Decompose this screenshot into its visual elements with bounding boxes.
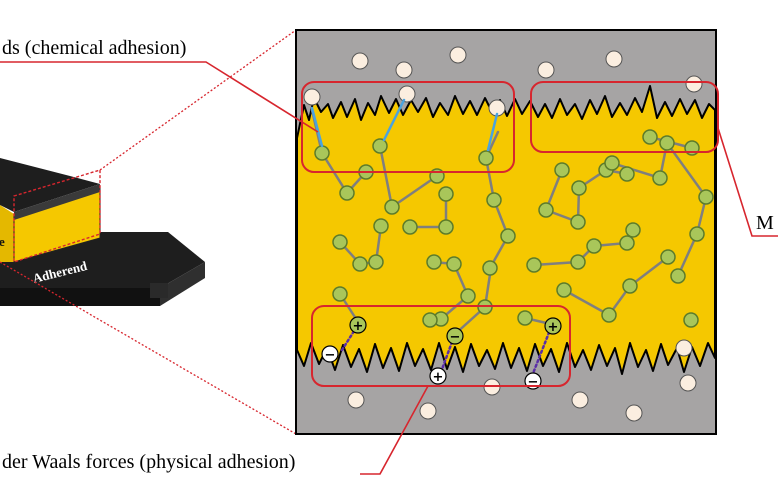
notch	[150, 283, 168, 298]
svg-text:+: +	[548, 320, 559, 335]
lower-adherend-front	[0, 288, 160, 306]
polymer-nodes	[314, 129, 714, 328]
physical-adhesion-label: der Waals forces (physical adhesion)	[2, 451, 295, 473]
chemical-adhesion-label: ds (chemical adhesion)	[2, 37, 186, 59]
minus-charge: −	[446, 327, 464, 345]
minus-charge: −	[321, 345, 339, 363]
lower-adherend-side	[160, 262, 205, 306]
charges: + − − + + −	[321, 316, 562, 390]
svg-text:−: −	[325, 348, 336, 363]
zoom-panel: + − − + + −	[295, 29, 719, 435]
chemical-bonds	[310, 98, 499, 152]
void	[685, 75, 703, 93]
zoom-line-top	[99, 29, 297, 171]
void	[347, 391, 365, 409]
minus-charge: −	[524, 372, 542, 390]
svg-text:+: +	[353, 319, 364, 334]
void	[351, 52, 369, 70]
adherend-voids	[303, 46, 703, 422]
void	[675, 339, 693, 357]
void	[571, 391, 589, 409]
physical-callout	[360, 385, 429, 475]
plus-charge: +	[544, 317, 562, 335]
mechanical-callout	[717, 127, 778, 237]
mechanical-label: M	[756, 212, 774, 234]
svg-text:−: −	[528, 375, 539, 390]
adhesive-letter: e	[0, 234, 5, 249]
plus-charge: +	[429, 367, 447, 385]
plus-charge: +	[349, 316, 367, 334]
svg-text:+: +	[433, 370, 444, 385]
void	[605, 50, 623, 68]
joint-model: e Adherend	[0, 29, 297, 435]
selection-box	[13, 169, 101, 263]
mechanical-highlight-box	[530, 81, 719, 153]
void	[419, 402, 437, 420]
adhesive-layer-front	[0, 205, 14, 262]
chemical-highlight-box	[301, 81, 515, 173]
void	[679, 374, 697, 392]
zoom-line-bottom	[0, 261, 297, 435]
chemical-callout	[0, 61, 319, 133]
void	[395, 61, 413, 79]
svg-text:−: −	[450, 330, 461, 345]
upper-adherend-side	[14, 184, 100, 220]
void	[449, 46, 467, 64]
void	[303, 88, 321, 106]
void	[398, 85, 416, 103]
physical-highlight-box	[311, 305, 571, 387]
void	[537, 61, 555, 79]
callout-lines	[0, 61, 778, 475]
void	[625, 404, 643, 422]
